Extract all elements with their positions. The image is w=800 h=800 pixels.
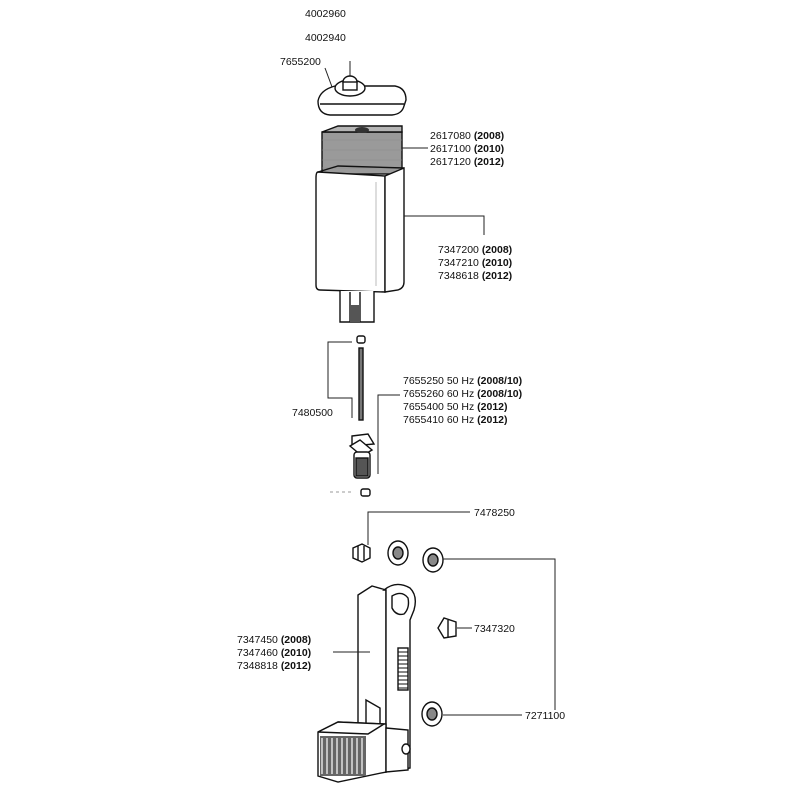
suction-cup-2: [422, 547, 444, 573]
label-sponge-2617100: 2617100 (2010): [430, 143, 504, 155]
label-suction-cup: 7271100: [525, 710, 565, 722]
clip: [437, 617, 457, 639]
suction-cup-3: [421, 701, 443, 727]
label-impeller-7655410: 7655410 60 Hz (2012): [403, 414, 508, 426]
label-sponge-2617080: 2617080 (2008): [430, 130, 504, 142]
impeller: [348, 433, 376, 479]
motor-unit: [317, 583, 417, 783]
label-4002960: 4002960: [305, 8, 346, 20]
outlet-nozzle: [352, 543, 371, 563]
label-nozzle: 7478250: [474, 507, 515, 519]
label-impeller-7655260: 7655260 60 Hz (2008/10): [403, 388, 522, 400]
label-impeller-7655400: 7655400 50 Hz (2012): [403, 401, 508, 413]
label-7655200: 7655200: [280, 56, 321, 68]
intake-grille: [320, 736, 366, 776]
label-motor-7347460: 7347460 (2010): [237, 647, 311, 659]
label-housing-7347200: 7347200 (2008): [438, 244, 512, 256]
label-motor-7348818: 7348818 (2012): [237, 660, 311, 672]
top-cover: [317, 75, 407, 116]
label-4002940: 4002940: [305, 32, 346, 44]
label-clip: 7347320: [474, 623, 515, 635]
label-housing-7347210: 7347210 (2010): [438, 257, 512, 269]
impeller-axle: [356, 335, 366, 421]
bushing: [360, 488, 371, 497]
label-motor-7347450: 7347450 (2008): [237, 634, 311, 646]
suction-cup-1: [387, 540, 409, 566]
label-impeller-7655250: 7655250 50 Hz (2008/10): [403, 375, 522, 387]
motor-side-grille: [397, 647, 409, 691]
label-sponge-2617120: 2617120 (2012): [430, 156, 504, 168]
label-axle: 7480500: [292, 407, 333, 419]
filter-housing: [315, 165, 405, 323]
label-housing-7348618: 7348618 (2012): [438, 270, 512, 282]
